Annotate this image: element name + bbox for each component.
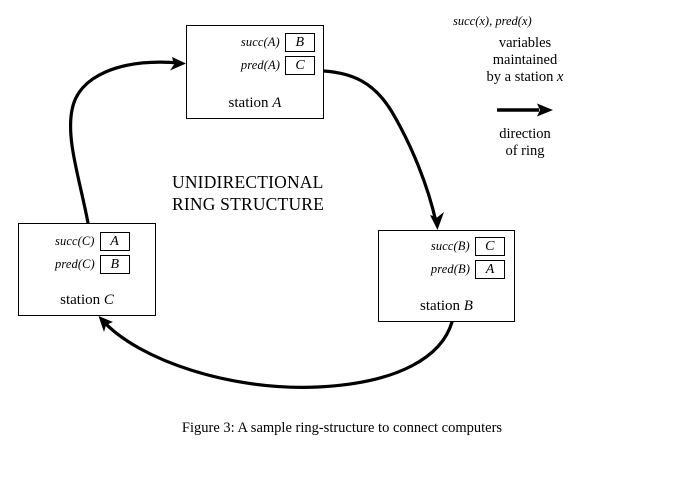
legend-variables-line3: by a station x <box>440 69 610 86</box>
legend-direction-line1: direction <box>499 126 551 142</box>
station-b-caption: station B <box>379 298 514 315</box>
station-c-caption-prefix: station <box>60 292 101 308</box>
station-b-pred-row: pred(B) A <box>431 259 505 279</box>
figure-caption: Figure 3: A sample ring-structure to con… <box>181 420 503 436</box>
station-b-caption-prefix: station <box>420 298 461 314</box>
legend-arrow-wrap <box>440 95 610 125</box>
station-a-pred-value: C <box>285 55 315 75</box>
legend-variables-title: succ(x), pred(x) <box>453 14 532 28</box>
station-b-variables: succ(B) C pred(B) A <box>431 236 505 279</box>
station-a-succ-value: B <box>284 32 315 52</box>
legend-variables-line2: maintained <box>492 52 558 68</box>
station-a-succ-row: succ(A) B <box>241 32 315 52</box>
arrow-c-to-a <box>68 57 186 225</box>
diagram-title-line1: UNIDIRECTIONAL <box>172 172 324 192</box>
station-c-variables: succ(C) A pred(C) B <box>55 231 130 274</box>
station-c-pred-value: B <box>99 254 130 274</box>
station-a-caption-id: A <box>272 95 282 111</box>
legend-variables-line3-var: x <box>557 69 564 85</box>
station-a-caption-prefix: station <box>228 95 269 111</box>
station-c-pred-row: pred(C) B <box>55 254 130 274</box>
station-c-pred-label: pred(C) <box>55 256 95 271</box>
station-c-caption-id: C <box>103 292 114 308</box>
legend-variables-description: variables maintained by a station x <box>440 35 610 86</box>
station-c-caption: station C <box>19 292 155 309</box>
station-box-c[interactable]: succ(C) A pred(C) B station C <box>18 223 156 316</box>
station-a-variables: succ(A) B pred(A) C <box>241 32 315 75</box>
station-b-pred-value: A <box>475 259 505 279</box>
station-a-pred-row: pred(A) C <box>241 55 315 75</box>
station-box-b[interactable]: succ(B) C pred(B) A station B <box>378 230 515 322</box>
legend-direction-description: direction of ring <box>440 126 610 160</box>
legend-variables-line1: variables <box>498 35 552 51</box>
station-c-succ-value: A <box>99 231 130 251</box>
diagram-title-line2: RING STRUCTURE <box>172 194 325 214</box>
station-c-succ-row: succ(C) A <box>55 231 130 251</box>
station-b-caption-id: B <box>463 298 473 314</box>
station-c-succ-label: succ(C) <box>55 233 95 248</box>
station-a-pred-label: pred(A) <box>240 57 280 72</box>
legend-variables-line3-text: by a station <box>486 69 558 85</box>
legend: succ(x), pred(x) variables maintained by… <box>440 14 610 160</box>
station-b-succ-value: C <box>474 236 505 256</box>
diagram-title: UNIDIRECTIONAL RING STRUCTURE <box>172 171 392 215</box>
right-arrow-icon <box>497 103 553 117</box>
station-box-a[interactable]: succ(A) B pred(A) C station A <box>186 25 324 119</box>
station-b-succ-label: succ(B) <box>430 238 470 253</box>
legend-direction-line2: of ring <box>505 143 545 159</box>
station-b-pred-label: pred(B) <box>430 261 470 276</box>
station-a-caption: station A <box>187 95 323 112</box>
station-a-succ-label: succ(A) <box>240 34 280 49</box>
arrow-b-to-c <box>98 316 454 389</box>
station-b-succ-row: succ(B) C <box>431 236 505 256</box>
